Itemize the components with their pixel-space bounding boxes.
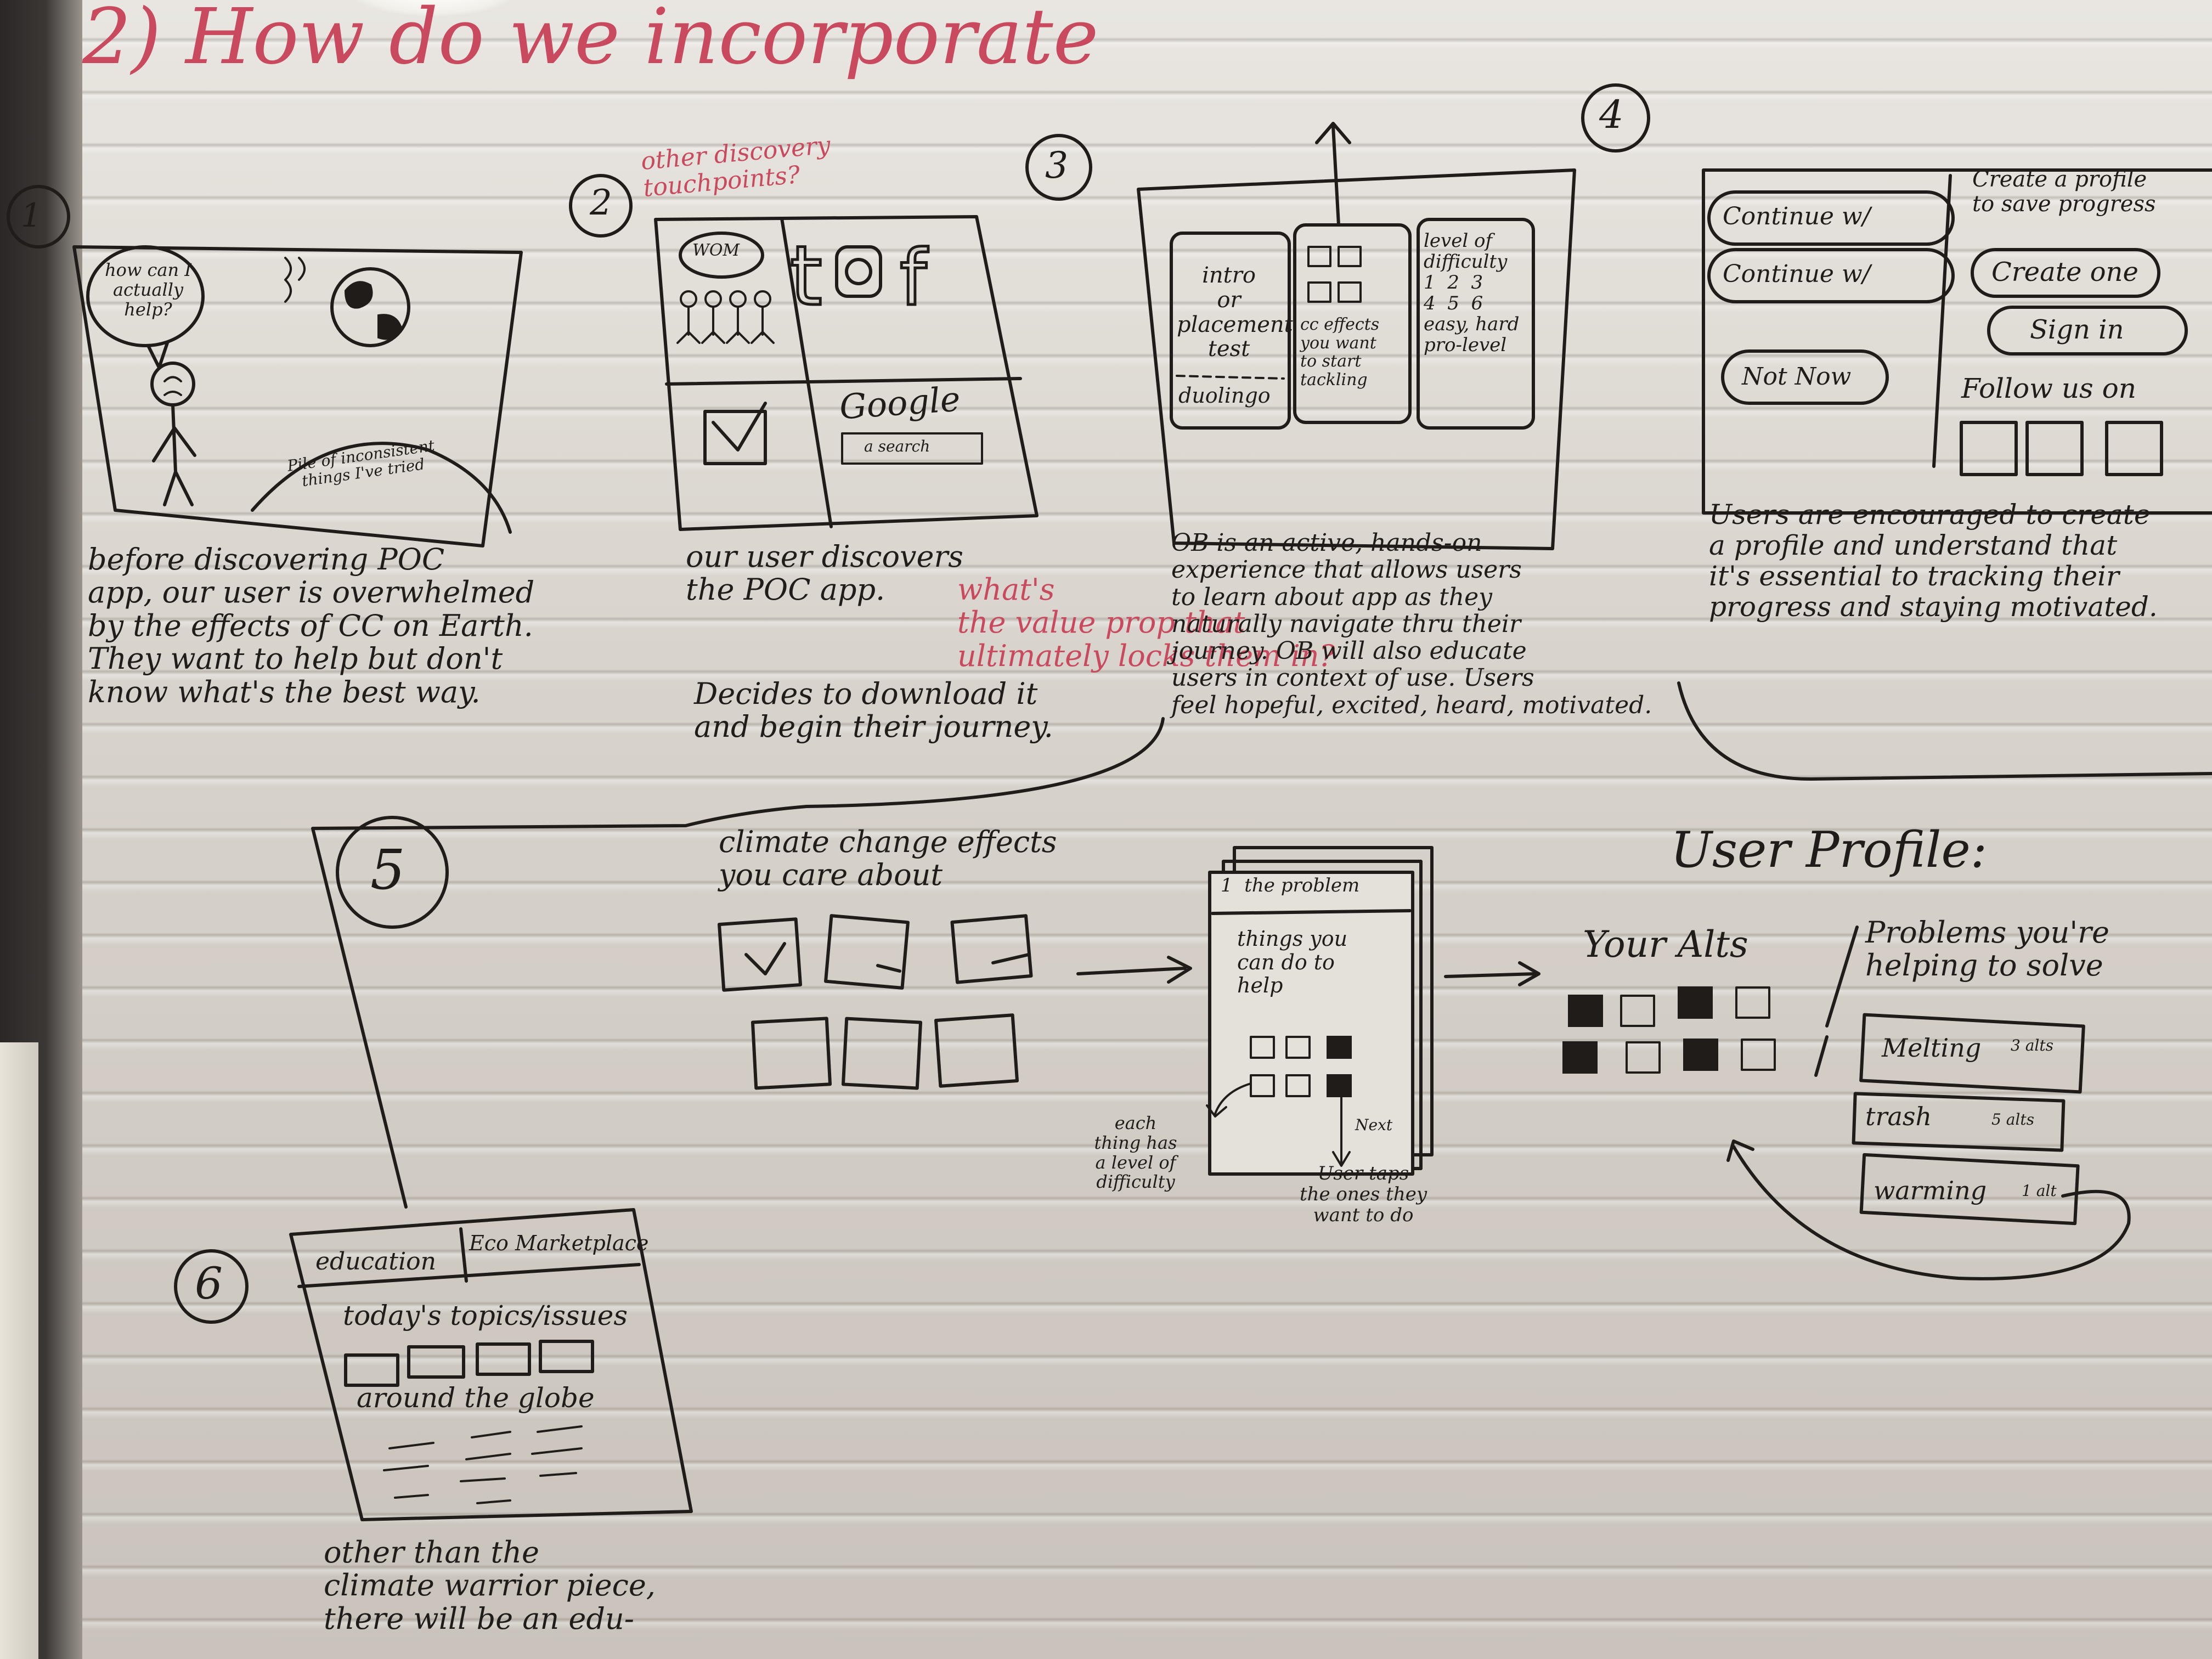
stick-figure-head — [150, 362, 195, 407]
tab-education[interactable]: education — [315, 1248, 436, 1276]
step-2-caption: our user discovers the POC app. — [686, 539, 963, 607]
step-2-number: 2 — [590, 183, 612, 223]
step-5-number: 5 — [370, 838, 405, 902]
problems-label: Problems you're helping to solve — [1865, 915, 2109, 983]
note-difficulty: each thing has a level of difficulty — [1094, 1113, 1177, 1193]
step-2-caption-end: Decides to download it and begin their j… — [694, 676, 1053, 744]
topics-label: today's topics/issues — [343, 1300, 628, 1331]
not-now-button[interactable]: Not Now — [1742, 363, 1852, 391]
mail-icon — [703, 410, 767, 465]
effects-panel-text: cc effects you want to start tackling — [1300, 315, 1380, 390]
effects-title: climate change effects you care about — [719, 825, 1057, 893]
follow-label: Follow us on — [1961, 373, 2136, 404]
globe-label: around the globe — [357, 1382, 595, 1414]
step-2-frame — [654, 215, 1039, 531]
problem-3-badge: 1 alt — [2022, 1182, 2057, 1200]
globe-icon — [330, 267, 410, 347]
step-4-circle — [1581, 83, 1650, 153]
step-4-caption: Users are encouraged to create a profile… — [1709, 499, 2158, 623]
profile-title: User Profile: — [1671, 821, 1988, 879]
stack-next[interactable]: Next — [1355, 1116, 1393, 1134]
tab-marketplace[interactable]: Eco Marketplace — [469, 1231, 649, 1255]
step-6-number: 6 — [195, 1258, 223, 1309]
intro-panel-text: intro or placement test — [1177, 263, 1293, 362]
board-title: 2) How do we incorporate — [82, 0, 1099, 82]
step-4-number: 4 — [1599, 92, 1624, 137]
wall — [0, 1042, 38, 1659]
problem-2-name[interactable]: trash — [1865, 1102, 1932, 1131]
continue-button-1[interactable]: Continue w/ — [1723, 202, 1871, 230]
step-1-number: 1 — [21, 196, 42, 235]
create-profile-title: Create a profile to save progress — [1972, 167, 2156, 217]
intro-panel-sub: duolingo — [1178, 383, 1271, 408]
step-3-number: 3 — [1045, 144, 1068, 187]
problem-2-badge: 5 alts — [1991, 1110, 2034, 1128]
stack-header: 1 the problem — [1221, 874, 1360, 896]
step-1-circle — [7, 185, 70, 249]
difficulty-panel-text: level of difficulty 1 2 3 4 5 6 easy, ha… — [1424, 230, 1520, 357]
hill — [251, 442, 512, 534]
alts-label: Your Alts — [1583, 923, 1748, 966]
speech-bubble-text: how can I actually help? — [105, 259, 191, 320]
search-label: a search — [864, 437, 930, 455]
step-3-circle — [1025, 134, 1092, 201]
sign-in-button[interactable]: Sign in — [2030, 314, 2124, 345]
problem-3-name[interactable]: warming — [1874, 1176, 1987, 1205]
stick-figure — [152, 403, 196, 506]
step-3-frame — [1137, 168, 1576, 550]
step-3-caption: OB is an active, hands-on experience tha… — [1171, 529, 1652, 719]
step-2-circle — [569, 174, 633, 238]
step-6-frame — [289, 1208, 693, 1521]
wom-label: WOM — [692, 241, 740, 260]
step-2-question: what's the value prop that ultimately lo… — [957, 572, 1335, 673]
create-one-button[interactable]: Create one — [1991, 257, 2138, 287]
stack-card-1 — [1208, 871, 1414, 1176]
stack-body: things you can do to help — [1237, 927, 1348, 998]
google-label: Google — [838, 379, 962, 427]
note-taps: User taps the ones they want to do — [1299, 1163, 1427, 1227]
step-6-caption: other than the climate warrior piece, th… — [324, 1535, 656, 1636]
step-4-frame — [1702, 168, 2212, 515]
svg-text:t: t — [790, 229, 822, 324]
step-6-circle — [174, 1249, 249, 1324]
step-1-caption: before discovering POC app, our user is … — [88, 542, 535, 709]
step-5-circle — [336, 816, 449, 929]
step-1-frame — [72, 245, 523, 548]
svg-text:f: f — [900, 234, 928, 323]
speech-bubble — [86, 245, 205, 347]
problem-1-badge: 3 alts — [2011, 1036, 2053, 1054]
continue-button-2[interactable]: Continue w/ — [1723, 260, 1871, 288]
problem-1-name[interactable]: Melting — [1882, 1033, 1982, 1063]
